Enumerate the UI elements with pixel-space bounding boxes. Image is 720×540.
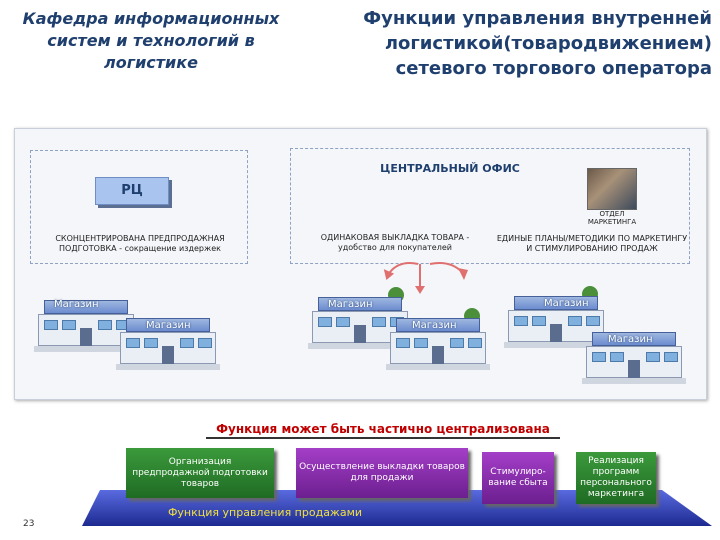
arrow-right-head	[458, 268, 468, 280]
distribution-arrows	[383, 262, 468, 294]
store-label: Магазин	[608, 334, 653, 345]
page-number: 23	[23, 519, 35, 529]
arrow-center-head	[415, 286, 425, 294]
note-center-2: удобство для покупателей	[338, 243, 452, 252]
store-3: Магазин	[308, 287, 412, 349]
sales-platform	[82, 490, 712, 526]
sales-function-label: Функция управления продажами	[167, 506, 363, 519]
central-office-zone	[290, 148, 690, 264]
store-4: Магазин	[386, 308, 490, 370]
note-left: СКОНЦЕНТРИРОВАНА ПРЕДПРОДАЖНАЯ ПОДГОТОВК…	[55, 234, 225, 253]
arrow-left	[389, 262, 419, 273]
box-sales-promotion: Стимулиро-вание сбыта	[482, 452, 554, 504]
arrow-left-head	[383, 269, 395, 281]
rc-box: РЦ	[95, 177, 169, 205]
marketing-photo	[587, 168, 637, 210]
box-personal-marketing: Реализация программ персонального маркет…	[576, 452, 656, 504]
store-label: Магазин	[328, 299, 373, 310]
store-6: Магазин	[582, 332, 686, 384]
note-right: ЕДИНЫЕ ПЛАНЫ/МЕТОДИКИ ПО МАРКЕТИНГУ И СТ…	[496, 234, 688, 253]
store-label: Магазин	[544, 298, 589, 309]
store-2: Магазин	[116, 318, 220, 370]
marketing-dept-label: ОТДЕЛ МАРКЕТИНГА	[587, 210, 637, 226]
store-label: Магазин	[412, 320, 457, 331]
rc-zone	[30, 150, 248, 264]
note-center-1: ОДИНАКОВАЯ ВЫКЛАДКА ТОВАРА -	[320, 233, 470, 242]
central-office-label: ЦЕНТРАЛЬНЫЙ ОФИС	[380, 162, 520, 175]
store-label: Магазин	[54, 299, 99, 310]
arrow-right	[429, 262, 463, 273]
department-title: Кафедра информационных систем и технолог…	[22, 9, 280, 72]
store-label: Магазин	[146, 320, 191, 331]
slide-title: Функции управления внутренней логистикой…	[363, 8, 712, 79]
store-5: Магазин	[504, 286, 608, 348]
store-1: Магазин	[34, 299, 138, 352]
function-title: Функция может быть частично централизова…	[206, 421, 560, 439]
box-presale-prep: Организация предпродажной подготовки тов…	[126, 448, 274, 498]
box-display: Осуществление выкладки товаров для прода…	[296, 448, 468, 498]
